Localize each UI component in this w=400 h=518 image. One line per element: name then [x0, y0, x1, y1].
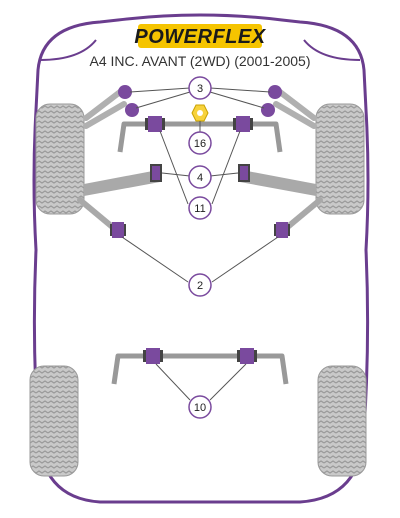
callout-3: 3 — [188, 76, 212, 100]
leader-lines — [121, 87, 279, 401]
front-arb-bush-left — [145, 116, 165, 132]
rear-anti-roll-bar — [111, 353, 289, 385]
callout-11-label: 11 — [194, 203, 205, 215]
callout-10-label: 10 — [194, 402, 206, 414]
rear-arb-bush-right — [237, 348, 257, 364]
callout-2-label: 2 — [197, 280, 203, 292]
chassis-outline — [32, 13, 370, 504]
tyre-rear-left — [29, 365, 79, 477]
callout-4: 4 — [188, 165, 212, 189]
callout-16: 16 — [188, 131, 212, 155]
centre-nut — [191, 104, 209, 122]
front-right-wheelwell — [303, 39, 361, 61]
callout-10: 10 — [188, 395, 212, 419]
upper-arm-left — [83, 85, 139, 129]
callout-3-label: 3 — [197, 83, 203, 95]
front-left-wheelwell — [39, 39, 97, 61]
callout-11: 11 — [188, 196, 212, 220]
callout-2: 2 — [188, 273, 212, 297]
page-title: A4 INC. AVANT (2WD) (2001-2005) — [90, 53, 311, 69]
tyre-front-right — [315, 103, 365, 215]
logo-text: POWERFLEX — [134, 26, 266, 48]
rear-link-bush-right — [274, 222, 290, 238]
lower-arm-bush-right — [238, 164, 250, 182]
lower-arm-right — [240, 170, 316, 196]
callout-16-label: 16 — [194, 138, 206, 150]
rear-link-bush-left — [110, 222, 126, 238]
upper-arm-right — [261, 85, 317, 129]
lower-arm-bush-left — [150, 164, 162, 182]
lower-arm-left — [84, 170, 160, 196]
powerflex-logo: POWERFLEX — [134, 24, 266, 48]
callout-4-label: 4 — [197, 172, 203, 184]
tyre-front-left — [35, 103, 85, 215]
rear-arb-bush-left — [143, 348, 163, 364]
tyre-rear-right — [317, 365, 367, 477]
front-arb-bush-right — [233, 116, 253, 132]
